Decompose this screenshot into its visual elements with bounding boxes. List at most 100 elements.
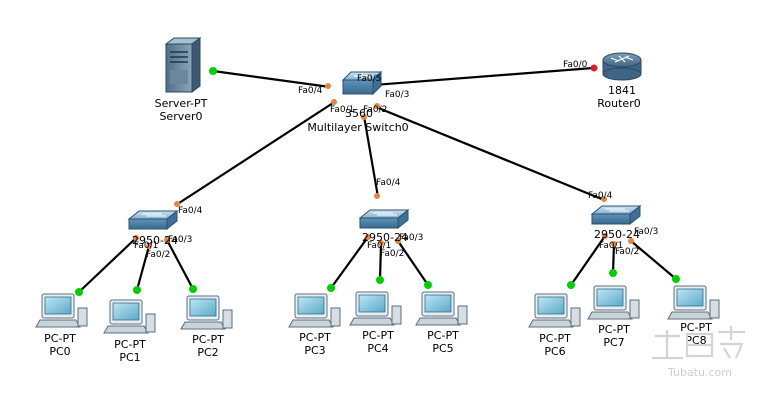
pc2-name: PC2 — [197, 346, 218, 359]
link-light-sw0-fa04 — [174, 201, 180, 207]
pc8-node[interactable]: PC-PT PC8 — [667, 285, 720, 347]
router0-node[interactable]: 1841 Router0 Fa0/0 — [563, 52, 642, 110]
pc2-model: PC-PT — [192, 333, 224, 346]
switch-icon — [358, 208, 410, 230]
mls0-port-fa01: Fa0/1 — [330, 105, 354, 115]
link-light-sw2-fa04 — [601, 196, 607, 202]
link-light-sw2-fa03 — [628, 238, 634, 244]
link-light-pc5 — [424, 281, 432, 289]
multilayer-switch0-node[interactable]: 3560 Multilayer Switch0 Fa0/4 Fa0/5 Fa0/… — [298, 70, 409, 134]
link-switch2-pc7[interactable] — [611, 243, 616, 274]
pc0-model: PC-PT — [44, 332, 76, 345]
mls0-port-fa02: Fa0/2 — [363, 105, 387, 115]
switch-middle-model: 2950-24 — [362, 231, 408, 244]
link-mls-switch0[interactable] — [175, 102, 334, 206]
link-light-sw0-fa01 — [133, 235, 139, 241]
server0-node[interactable]: Server-PT Server0 — [155, 37, 208, 123]
pc-icon — [587, 285, 640, 320]
pc4-name: PC4 — [367, 342, 388, 355]
mls0-name: Multilayer Switch0 — [307, 121, 408, 134]
link-switch0-pc1[interactable] — [135, 245, 151, 291]
switch-right-port-fa02: Fa0/2 — [615, 247, 639, 257]
router-icon — [602, 52, 642, 81]
access-switch-left-node[interactable]: 2950-24 Fa0/4 Fa0/1 Fa0/2 Fa0/3 — [127, 206, 203, 260]
switch-right-port-fa04: Fa0/4 — [588, 191, 613, 201]
link-light-pc4 — [376, 276, 384, 284]
pc7-node[interactable]: PC-PT PC7 — [587, 285, 640, 349]
pc-icon — [35, 293, 88, 328]
link-mls-switch1[interactable] — [362, 115, 380, 198]
pc7-model: PC-PT — [598, 323, 630, 336]
switch-left-port-fa01: Fa0/1 — [134, 241, 158, 251]
pc-icon — [349, 291, 402, 326]
link-switch1-pc5[interactable] — [397, 240, 429, 286]
link-light-pc6 — [567, 281, 575, 289]
pc0-name: PC0 — [49, 345, 70, 358]
switch-left-model: 2950-24 — [132, 234, 178, 247]
pc1-name: PC1 — [119, 351, 140, 364]
pc-icon — [415, 291, 468, 326]
links — [78, 66, 677, 293]
router0-model: 1841 — [608, 84, 636, 97]
pc4-model: PC-PT — [362, 329, 394, 342]
pc1-node[interactable]: PC-PT PC1 — [103, 299, 156, 364]
mls0-port-fa03: Fa0/3 — [385, 90, 409, 100]
pc-icon — [180, 295, 233, 330]
pc1-model: PC-PT — [114, 338, 146, 351]
link-switch1-pc3[interactable] — [330, 236, 369, 289]
link-switch1-pc4[interactable] — [378, 242, 383, 281]
link-switch0-pc0[interactable] — [78, 237, 137, 293]
link-light-pc1 — [133, 286, 141, 294]
link-light-sw1-fa02 — [378, 240, 384, 246]
switch-right-port-fa03: Fa0/3 — [634, 227, 658, 237]
multilayer-switch-icon — [341, 70, 383, 96]
link-light-sw0-fa02 — [146, 243, 152, 249]
link-light-sw2-fa01 — [602, 233, 608, 239]
pc-icon — [288, 293, 341, 328]
link-switch2-pc8[interactable] — [630, 240, 677, 280]
link-light-server0 — [209, 67, 217, 75]
pc0-node[interactable]: PC-PT PC0 — [35, 293, 88, 358]
router0-port-fa00: Fa0/0 — [563, 60, 588, 70]
link-light-sw0-fa03 — [164, 237, 170, 243]
pc8-model: PC-PT — [680, 321, 712, 334]
switch-icon — [127, 209, 179, 231]
link-light-pc7 — [609, 269, 617, 277]
watermark-text: Tubatu.com — [667, 366, 732, 379]
switch-middle-port-fa03: Fa0/3 — [399, 233, 423, 243]
link-mls-router0[interactable] — [373, 66, 594, 87]
switch-middle-port-fa02: Fa0/2 — [380, 249, 404, 259]
router0-name: Router0 — [597, 97, 640, 110]
pc6-model: PC-PT — [539, 332, 571, 345]
mls0-model: 3560 — [345, 107, 373, 120]
server0-model: Server-PT — [155, 97, 208, 110]
switch-middle-port-fa01: Fa0/1 — [367, 241, 391, 251]
switch-right-model: 2950-24 — [594, 228, 640, 241]
pc6-node[interactable]: PC-PT PC6 — [528, 293, 581, 358]
pc6-name: PC6 — [544, 345, 565, 358]
access-switch-right-node[interactable]: 2950-24 Fa0/4 Fa0/1 Fa0/2 Fa0/3 — [588, 191, 658, 257]
link-switch0-pc2[interactable] — [166, 239, 194, 290]
pc-icon — [667, 285, 720, 320]
link-switch2-pc6[interactable] — [570, 235, 606, 286]
pc4-node[interactable]: PC-PT PC4 — [349, 291, 402, 355]
link-light-pc0 — [75, 288, 83, 296]
link-light-router-fa00 — [590, 64, 598, 72]
switch-middle-port-fa04: Fa0/4 — [376, 178, 401, 188]
link-light-mls-fa03 — [374, 103, 380, 109]
pc-icon — [103, 299, 156, 334]
link-light-pc3 — [327, 284, 335, 292]
pc5-node[interactable]: PC-PT PC5 — [415, 291, 468, 355]
access-switch-middle-node[interactable]: 2950-24 Fa0/4 Fa0/1 Fa0/2 Fa0/3 — [358, 178, 423, 259]
pc-icon — [528, 293, 581, 328]
link-light-sw1-fa01 — [365, 234, 371, 240]
link-light-sw1-fa03 — [395, 238, 401, 244]
link-status-lights — [75, 64, 680, 296]
link-mls-switch2[interactable] — [375, 105, 605, 202]
link-server0-mls[interactable] — [212, 69, 331, 89]
pc2-node[interactable]: PC-PT PC2 — [180, 295, 233, 359]
server-icon — [164, 37, 202, 93]
link-light-sw2-fa02 — [611, 241, 617, 247]
switch-right-port-fa01: Fa0/1 — [599, 241, 623, 251]
pc3-node[interactable]: PC-PT PC3 — [288, 293, 341, 357]
